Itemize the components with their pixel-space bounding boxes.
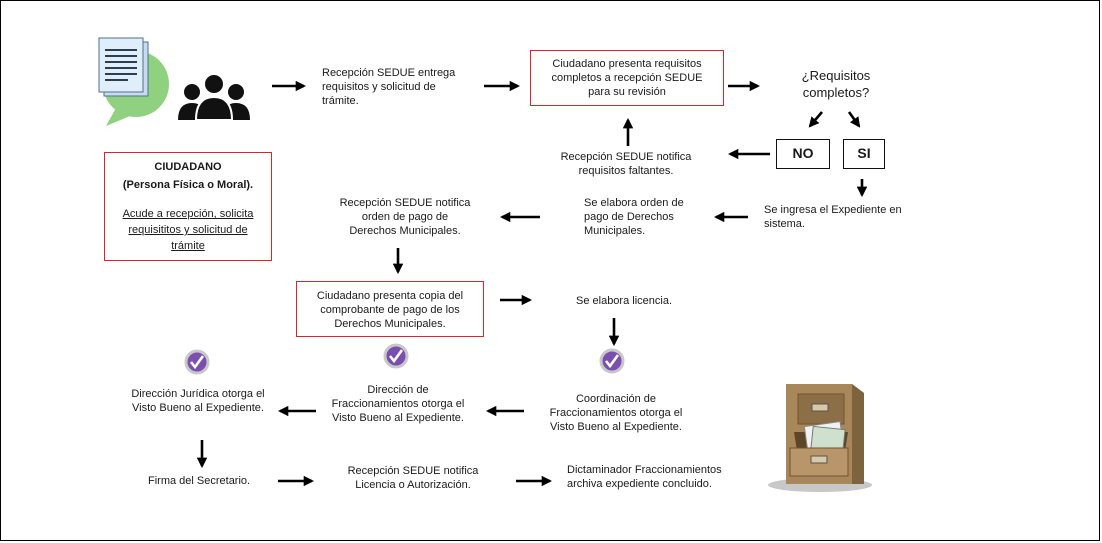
choice-no: NO [776,139,830,169]
check-badge-icon [184,349,210,375]
step-recepcion-entrega: Recepción SEDUE entrega requisitos y sol… [322,67,456,107]
step-archiva-expediente: Dictaminador Fraccionamientos archiva ex… [567,464,722,490]
step-elabora-orden-pago: Se elabora orden de pago de Derechos Mun… [584,197,684,237]
step-ciudadano-presenta-requisitos: Ciudadano presenta requisitos completos … [530,50,724,106]
step-firma-secretario: Firma del Secretario. [148,475,251,487]
step-notifica-faltantes: Recepción SEDUE notifica requisitos falt… [560,151,692,177]
step-direccion-juridica-visto-bueno: Dirección Jurídica otorga el Visto Bueno… [131,388,265,414]
step-ingresa-expediente: Se ingresa el Expediente en sistema. [764,204,902,230]
check-badge-icon [383,343,409,369]
step-elabora-licencia: Se elabora licencia. [576,295,673,307]
arrow-s3-to-si [847,111,861,128]
step-coordinacion-visto-bueno: Coordinación de Fraccionamientos otorga … [549,393,683,433]
step-direccion-fraccionamientos-visto-bueno: Dirección de Fraccionamientos otorga el … [331,384,465,424]
step-notifica-licencia: Recepción SEDUE notifica Licencia o Auto… [347,465,479,491]
citizen-instructions: Acude a recepción, solicita requisititos… [122,208,254,252]
choice-si: SI [843,139,885,169]
step-ciudadano-presenta-comprobante: Ciudadano presenta copia del comprobante… [296,281,484,337]
citizen-box: CIUDADANO (Persona Física o Moral). Acud… [104,152,272,261]
citizen-subtitle: (Persona Física o Moral). [122,179,254,191]
check-badge-icon [599,348,625,374]
citizen-title: CIUDADANO [154,161,222,173]
step-notifica-orden-pago: Recepción SEDUE notifica orden de pago d… [339,197,471,237]
arrow-s3-to-no [808,111,823,128]
question-requisitos-completos: ¿Requisitos completos? [801,68,871,100]
